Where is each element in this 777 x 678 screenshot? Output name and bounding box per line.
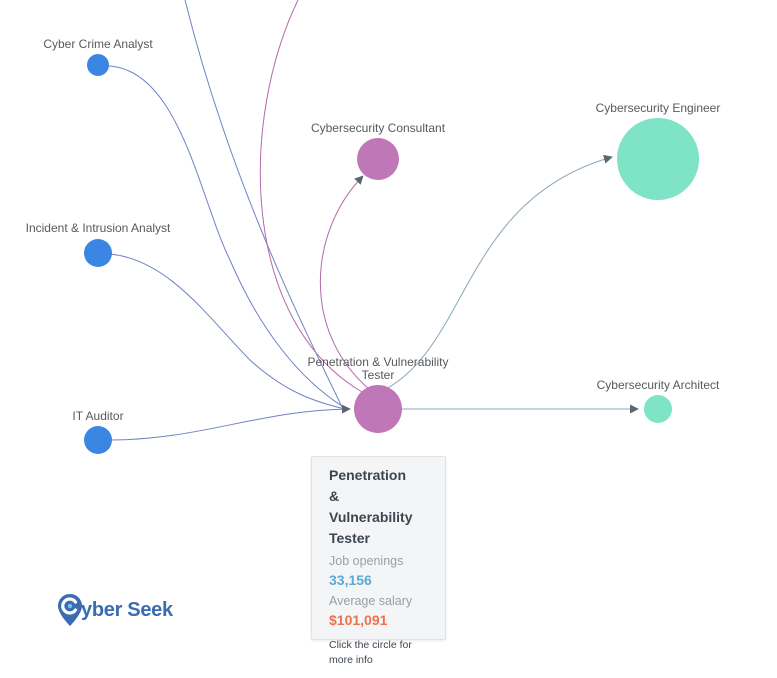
map-pin-c-icon [58,594,82,626]
edge-to-cybersecurity-engineer [379,154,613,393]
logo-text: yber Seek [81,598,173,621]
label-cyber-crime-analyst: Cyber Crime Analyst [43,37,153,51]
label-incident-intrusion-analyst: Incident & Intrusion Analyst [26,221,171,235]
edges [108,0,639,441]
node-cyber-crime-analyst[interactable] [87,54,109,76]
edge-to-cybersecurity-consultant [319,175,371,391]
node-labels: Cyber Crime Analyst Incident & Intrusion… [26,37,721,423]
node-it-auditor[interactable] [84,426,112,454]
edge-it-auditor [109,404,351,441]
cyberseek-logo[interactable]: yber Seek [57,592,173,628]
tooltip-openings-value: 33,156 [329,572,372,588]
label-cybersecurity-engineer: Cybersecurity Engineer [596,101,721,115]
tooltip-openings-label: Job openings [329,554,404,568]
career-tooltip: Penetration & Vulnerability Tester Job o… [311,456,446,666]
node-cybersecurity-architect[interactable] [644,395,672,423]
tooltip-title: Penetration & Vulnerability Tester [329,467,413,546]
edge-cyber-crime-analyst [108,65,346,409]
edge-offscreen-magenta [259,0,363,393]
node-cybersecurity-consultant[interactable] [357,138,399,180]
tooltip-hint: Click the circle for more info [329,639,412,666]
edge-offscreen-left [184,0,343,408]
nodes [84,54,699,454]
node-incident-intrusion-analyst[interactable] [84,239,112,267]
tooltip-salary-value: $101,091 [329,612,388,628]
node-cybersecurity-engineer[interactable] [617,118,699,200]
edge-incident-intrusion-analyst [109,253,346,410]
node-penetration-vulnerability-tester[interactable] [354,385,402,433]
label-it-auditor: IT Auditor [72,409,123,423]
label-cybersecurity-consultant: Cybersecurity Consultant [311,121,446,135]
label-cybersecurity-architect: Cybersecurity Architect [597,378,720,392]
tooltip-salary-label: Average salary [329,594,413,608]
